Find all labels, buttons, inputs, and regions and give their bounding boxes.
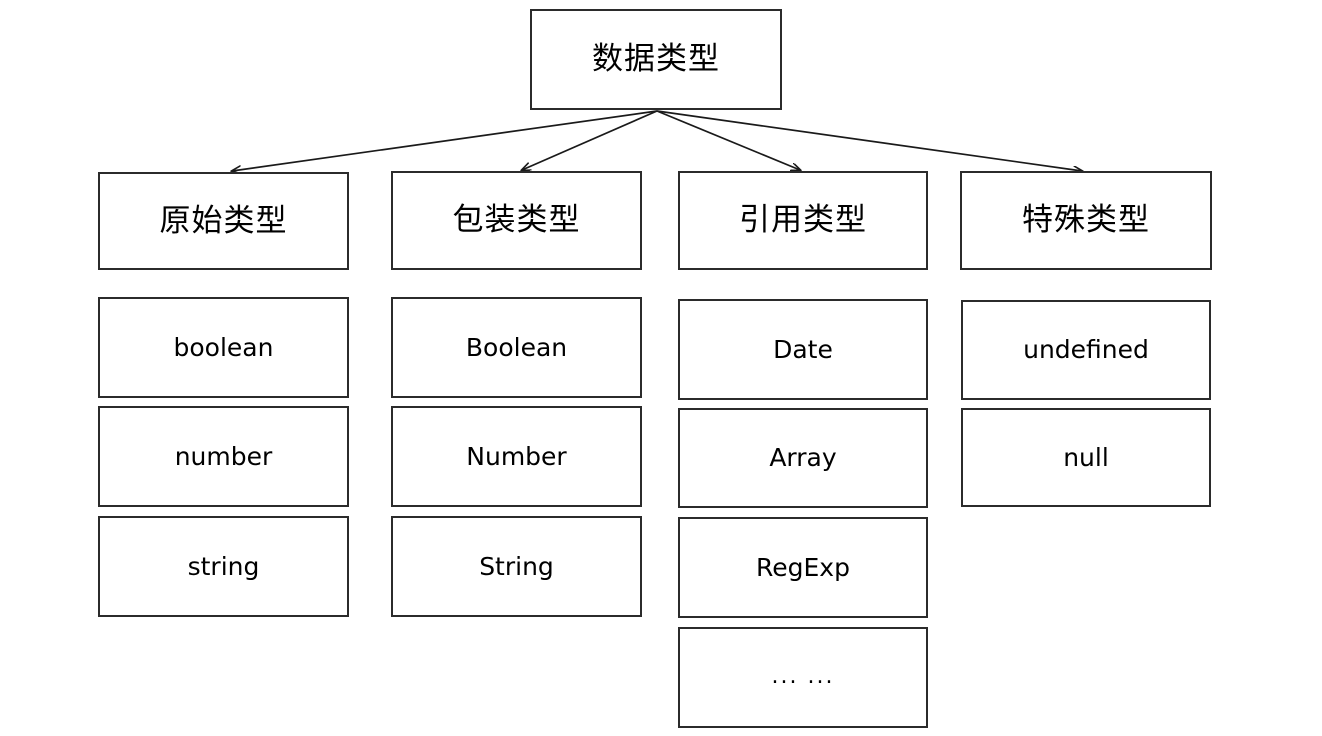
node-leaf-reference-0: Date: [678, 299, 928, 400]
node-leaf-reference-3: ... ...: [678, 627, 928, 728]
node-category-label-wrapper: 包装类型: [452, 202, 581, 239]
node-leaf-special-0: undefined: [961, 300, 1211, 400]
node-leaf-label-reference-0: Date: [773, 334, 833, 364]
node-leaf-label-special-1: null: [1063, 442, 1109, 472]
node-leaf-label-reference-2: RegExp: [756, 552, 850, 582]
node-leaf-label-wrapper-1: Number: [466, 441, 567, 471]
node-category-special: 特殊类型: [960, 171, 1212, 270]
node-leaf-wrapper-1: Number: [391, 406, 642, 507]
node-leaf-primitive-2: string: [98, 516, 349, 617]
node-category-primitive: 原始类型: [98, 172, 349, 270]
node-leaf-reference-1: Array: [678, 408, 928, 508]
node-leaf-label-wrapper-2: String: [479, 551, 554, 581]
node-leaf-label-primitive-0: boolean: [173, 332, 274, 362]
node-category-label-primitive: 原始类型: [159, 202, 288, 239]
node-leaf-label-special-0: undefined: [1023, 335, 1149, 365]
node-leaf-reference-2: RegExp: [678, 517, 928, 618]
node-leaf-label-reference-1: Array: [769, 443, 837, 473]
node-leaf-label-primitive-1: number: [174, 441, 273, 471]
node-category-reference: 引用类型: [678, 171, 928, 270]
node-leaf-label-wrapper-0: Boolean: [465, 332, 568, 362]
node-category-label-reference: 引用类型: [739, 202, 867, 239]
edge-root-to-wrapper: [522, 110, 658, 170]
node-leaf-label-reference-3: ... ...: [771, 664, 835, 690]
node-category-wrapper: 包装类型: [391, 171, 642, 270]
node-category-label-special: 特殊类型: [1022, 202, 1150, 239]
node-root-label: 数据类型: [592, 41, 720, 78]
node-leaf-label-primitive-2: string: [187, 551, 260, 581]
node-leaf-wrapper-0: Boolean: [391, 297, 642, 398]
node-root-data-type: 数据类型: [530, 9, 782, 110]
node-leaf-special-1: null: [961, 408, 1211, 507]
edge-root-to-reference: [656, 110, 800, 170]
node-leaf-primitive-0: boolean: [98, 297, 349, 398]
edge-root-to-special: [656, 110, 1082, 171]
edge-root-to-primitive: [232, 110, 658, 171]
node-leaf-wrapper-2: String: [391, 516, 642, 617]
node-leaf-primitive-1: number: [98, 406, 349, 507]
